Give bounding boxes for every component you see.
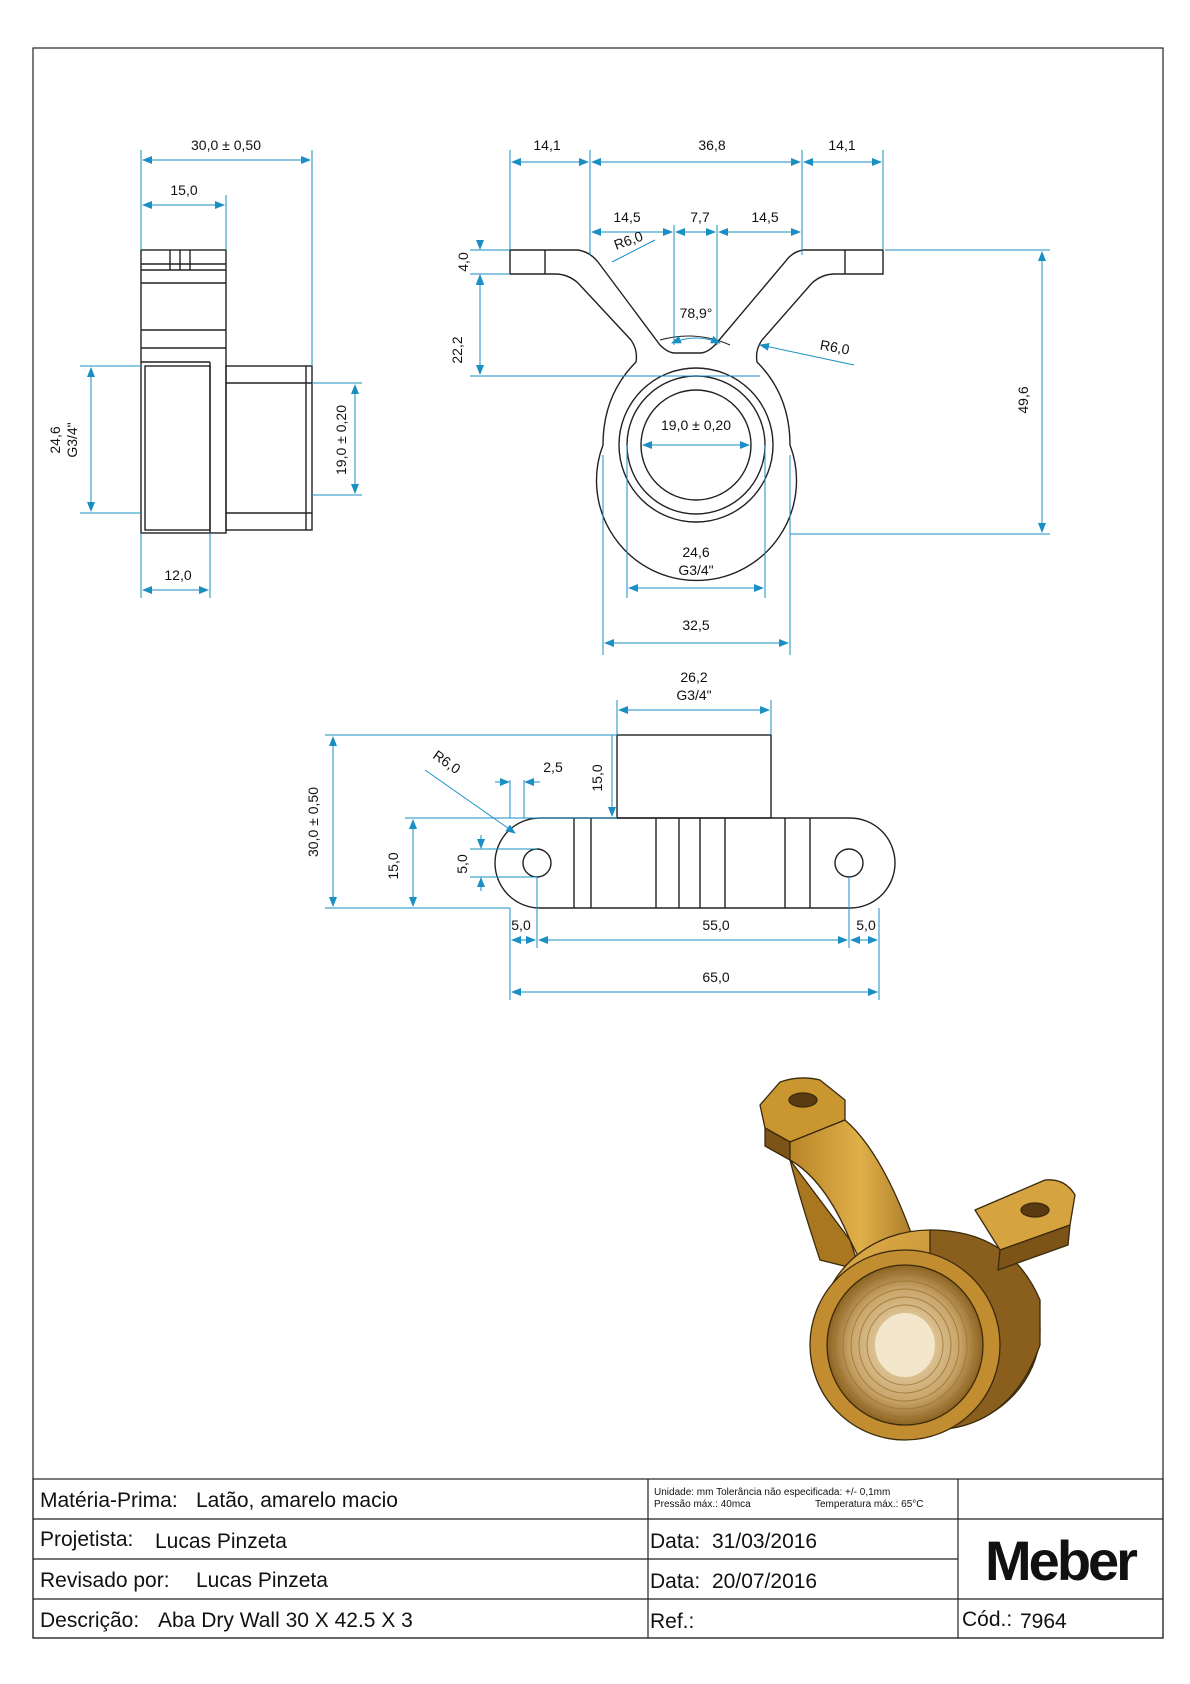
description-label: Descrição: [40, 1609, 139, 1632]
dim-front-thread-spec: G3/4" [678, 562, 713, 578]
dim-side-bore: 19,0 ± 0,20 [333, 405, 349, 475]
dim-step: 2,5 [543, 759, 563, 775]
description-value: Aba Dry Wall 30 X 42.5 X 3 [158, 1609, 413, 1632]
title-block-text: Matéria-Prima: Latão, amarelo macio Proj… [40, 1487, 1140, 1633]
dim-front-bore: 19,0 ± 0,20 [661, 417, 731, 433]
material-label: Matéria-Prima: [40, 1489, 178, 1512]
isometric-render [759, 1077, 1076, 1441]
dim-boss-height: 15,0 [589, 764, 605, 791]
dim-center-gap: 7,7 [690, 209, 710, 225]
dim-arm-height: 22,2 [449, 336, 465, 363]
dim-side-bottom-width: 12,0 [164, 567, 191, 583]
dim-side-overall-width: 30,0 ± 0,50 [191, 137, 261, 153]
dim-left-edge: 5,0 [511, 917, 531, 933]
top-view-dimensions [325, 700, 880, 1000]
dim-angle: 78,9° [680, 305, 713, 321]
dim-top-overall-height: 30,0 ± 0,50 [305, 787, 321, 857]
meber-logo: Meber [985, 1529, 1137, 1592]
date2-label: Data: [650, 1570, 700, 1593]
front-view [509, 249, 884, 582]
dim-top-thread-spec: G3/4" [676, 687, 711, 703]
dim-outer-dia: 32,5 [682, 617, 709, 633]
dim-hole-dia: 5,0 [454, 854, 470, 874]
dim-overall-length: 65,0 [702, 969, 729, 985]
designer-label: Projetista: [40, 1528, 133, 1551]
dim-left-flange: 14,1 [533, 137, 560, 153]
notes-line-3: Temperatura máx.: 65°C [815, 1499, 924, 1510]
dim-flange-thickness: 4,0 [455, 252, 471, 272]
side-view-dimensions [80, 150, 362, 598]
reviewer-value: Lucas Pinzeta [196, 1569, 328, 1592]
dim-radius-top: R6,0 [612, 228, 645, 253]
dim-side-thread-dia: 24,6 [47, 426, 63, 453]
designer-value: Lucas Pinzeta [155, 1530, 287, 1553]
dim-span: 36,8 [698, 137, 725, 153]
material-value: Latão, amarelo macio [196, 1489, 398, 1512]
code-value: 7964 [1020, 1610, 1067, 1633]
date2-value: 20/07/2016 [712, 1570, 817, 1593]
front-view-dimensions [470, 150, 1050, 655]
reviewer-label: Revisado por: [40, 1569, 170, 1592]
dim-top-body-height: 15,0 [385, 852, 401, 879]
dim-side-thread-spec: G3/4" [64, 422, 80, 457]
dim-front-thread-dia: 24,6 [682, 544, 709, 560]
side-view-labels: 30,0 ± 0,50 15,0 24,6 G3/4" 19,0 ± 0,20 … [47, 137, 349, 583]
notes-line-2: Pressão máx.: 40mca [654, 1499, 751, 1510]
dim-radius-right: R6,0 [819, 337, 851, 358]
dim-inner-right: 14,5 [751, 209, 778, 225]
dim-inner-left: 14,5 [613, 209, 640, 225]
dim-top-thread-dia: 26,2 [680, 669, 707, 685]
dim-total-height: 49,6 [1015, 386, 1031, 413]
date1-label: Data: [650, 1530, 700, 1553]
dim-right-edge: 5,0 [856, 917, 876, 933]
title-block [32, 1478, 1164, 1639]
dim-hole-spacing: 55,0 [702, 917, 729, 933]
front-view-labels: 14,1 36,8 14,1 14,5 7,7 14,5 R6,0 4,0 22… [449, 137, 1031, 633]
dim-top-radius: R6,0 [430, 747, 464, 777]
side-view [140, 249, 313, 534]
date1-value: 31/03/2016 [712, 1530, 817, 1553]
notes-line-1: Unidade: mm Tolerância não especificada:… [654, 1487, 890, 1498]
ref-label: Ref.: [650, 1610, 694, 1633]
dim-side-top-width: 15,0 [170, 182, 197, 198]
code-label: Cód.: [962, 1608, 1012, 1631]
dim-right-flange: 14,1 [828, 137, 855, 153]
